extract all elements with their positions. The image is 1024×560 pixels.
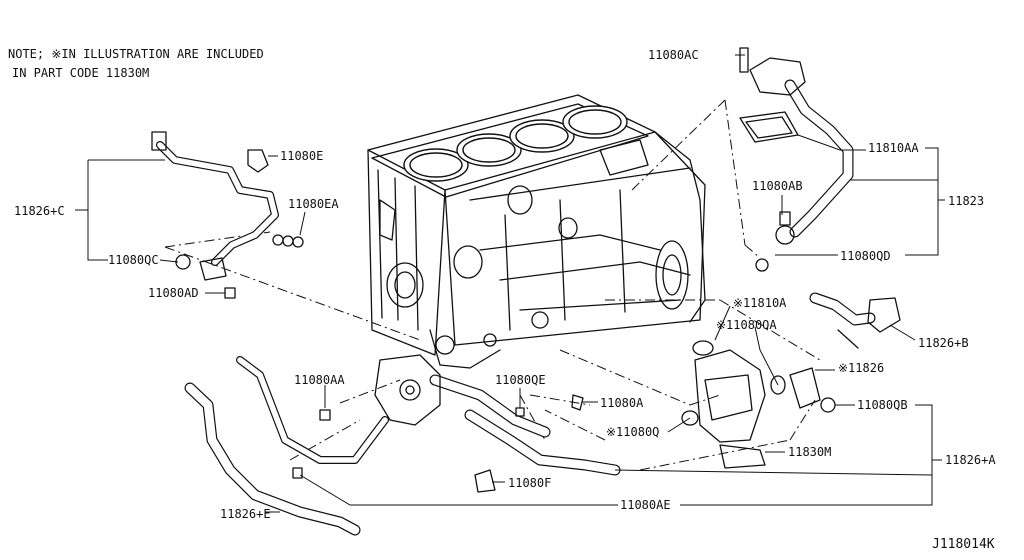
- hose-11826e[interactable]: [184, 382, 361, 536]
- callout-11080aa: 11080AA: [294, 373, 345, 387]
- callout-11080qc: 11080QC: [108, 253, 159, 267]
- callout-labels: 11080AC 11810AA 11823 11080AB 11080QD 11…: [14, 48, 996, 521]
- callout-11826e: 11826+E: [220, 507, 271, 521]
- callout-11080qd: 11080QD: [840, 249, 891, 263]
- hose-left-upper[interactable]: [236, 356, 389, 464]
- callout-11826a: 11826+A: [945, 453, 996, 467]
- callout-11810aa: 11810AA: [868, 141, 919, 155]
- callout-11080qe: 11080QE: [495, 373, 546, 387]
- callout-11080q: ※11080Q: [606, 425, 659, 439]
- cylinder-bores: [403, 105, 628, 182]
- thermostat-housing-11830m[interactable]: [692, 340, 836, 469]
- hose-11826c[interactable]: [151, 131, 279, 281]
- callout-11826c: 11826+C: [14, 204, 65, 218]
- hose-11826b[interactable]: [809, 292, 901, 349]
- cylinder-block: [367, 94, 706, 369]
- callout-11080ea: 11080EA: [288, 197, 339, 211]
- callout-11080ab: 11080AB: [752, 179, 803, 193]
- callout-11826b: 11826+B: [918, 336, 969, 350]
- callout-11823: 11823: [948, 194, 984, 208]
- note-line-2: IN PART CODE 11830M: [12, 66, 149, 80]
- callout-11080f: 11080F: [508, 476, 551, 490]
- leader-lines: [75, 54, 945, 513]
- callout-11080qb: 11080QB: [857, 398, 908, 412]
- callout-11080ac: 11080AC: [648, 48, 699, 62]
- water-outlet-and-pipes[interactable]: [374, 354, 621, 476]
- callout-11080e: 11080E: [280, 149, 323, 163]
- callout-11830m: 11830M: [788, 445, 831, 459]
- note-line-1: NOTE; ※IN ILLUSTRATION ARE INCLUDED: [8, 47, 264, 61]
- figure-code: J118014K: [932, 537, 995, 552]
- callout-11080ad: 11080AD: [148, 286, 199, 300]
- callout-11080ae: 11080AE: [620, 498, 671, 512]
- callout-11826: ※11826: [838, 361, 884, 375]
- hose-11823[interactable]: [739, 57, 854, 245]
- small-fasteners: [175, 47, 791, 493]
- callout-11080qa: ※11080QA: [716, 318, 777, 332]
- callout-11080a: 11080A: [600, 396, 644, 410]
- callout-11810a: ※11810A: [733, 296, 787, 310]
